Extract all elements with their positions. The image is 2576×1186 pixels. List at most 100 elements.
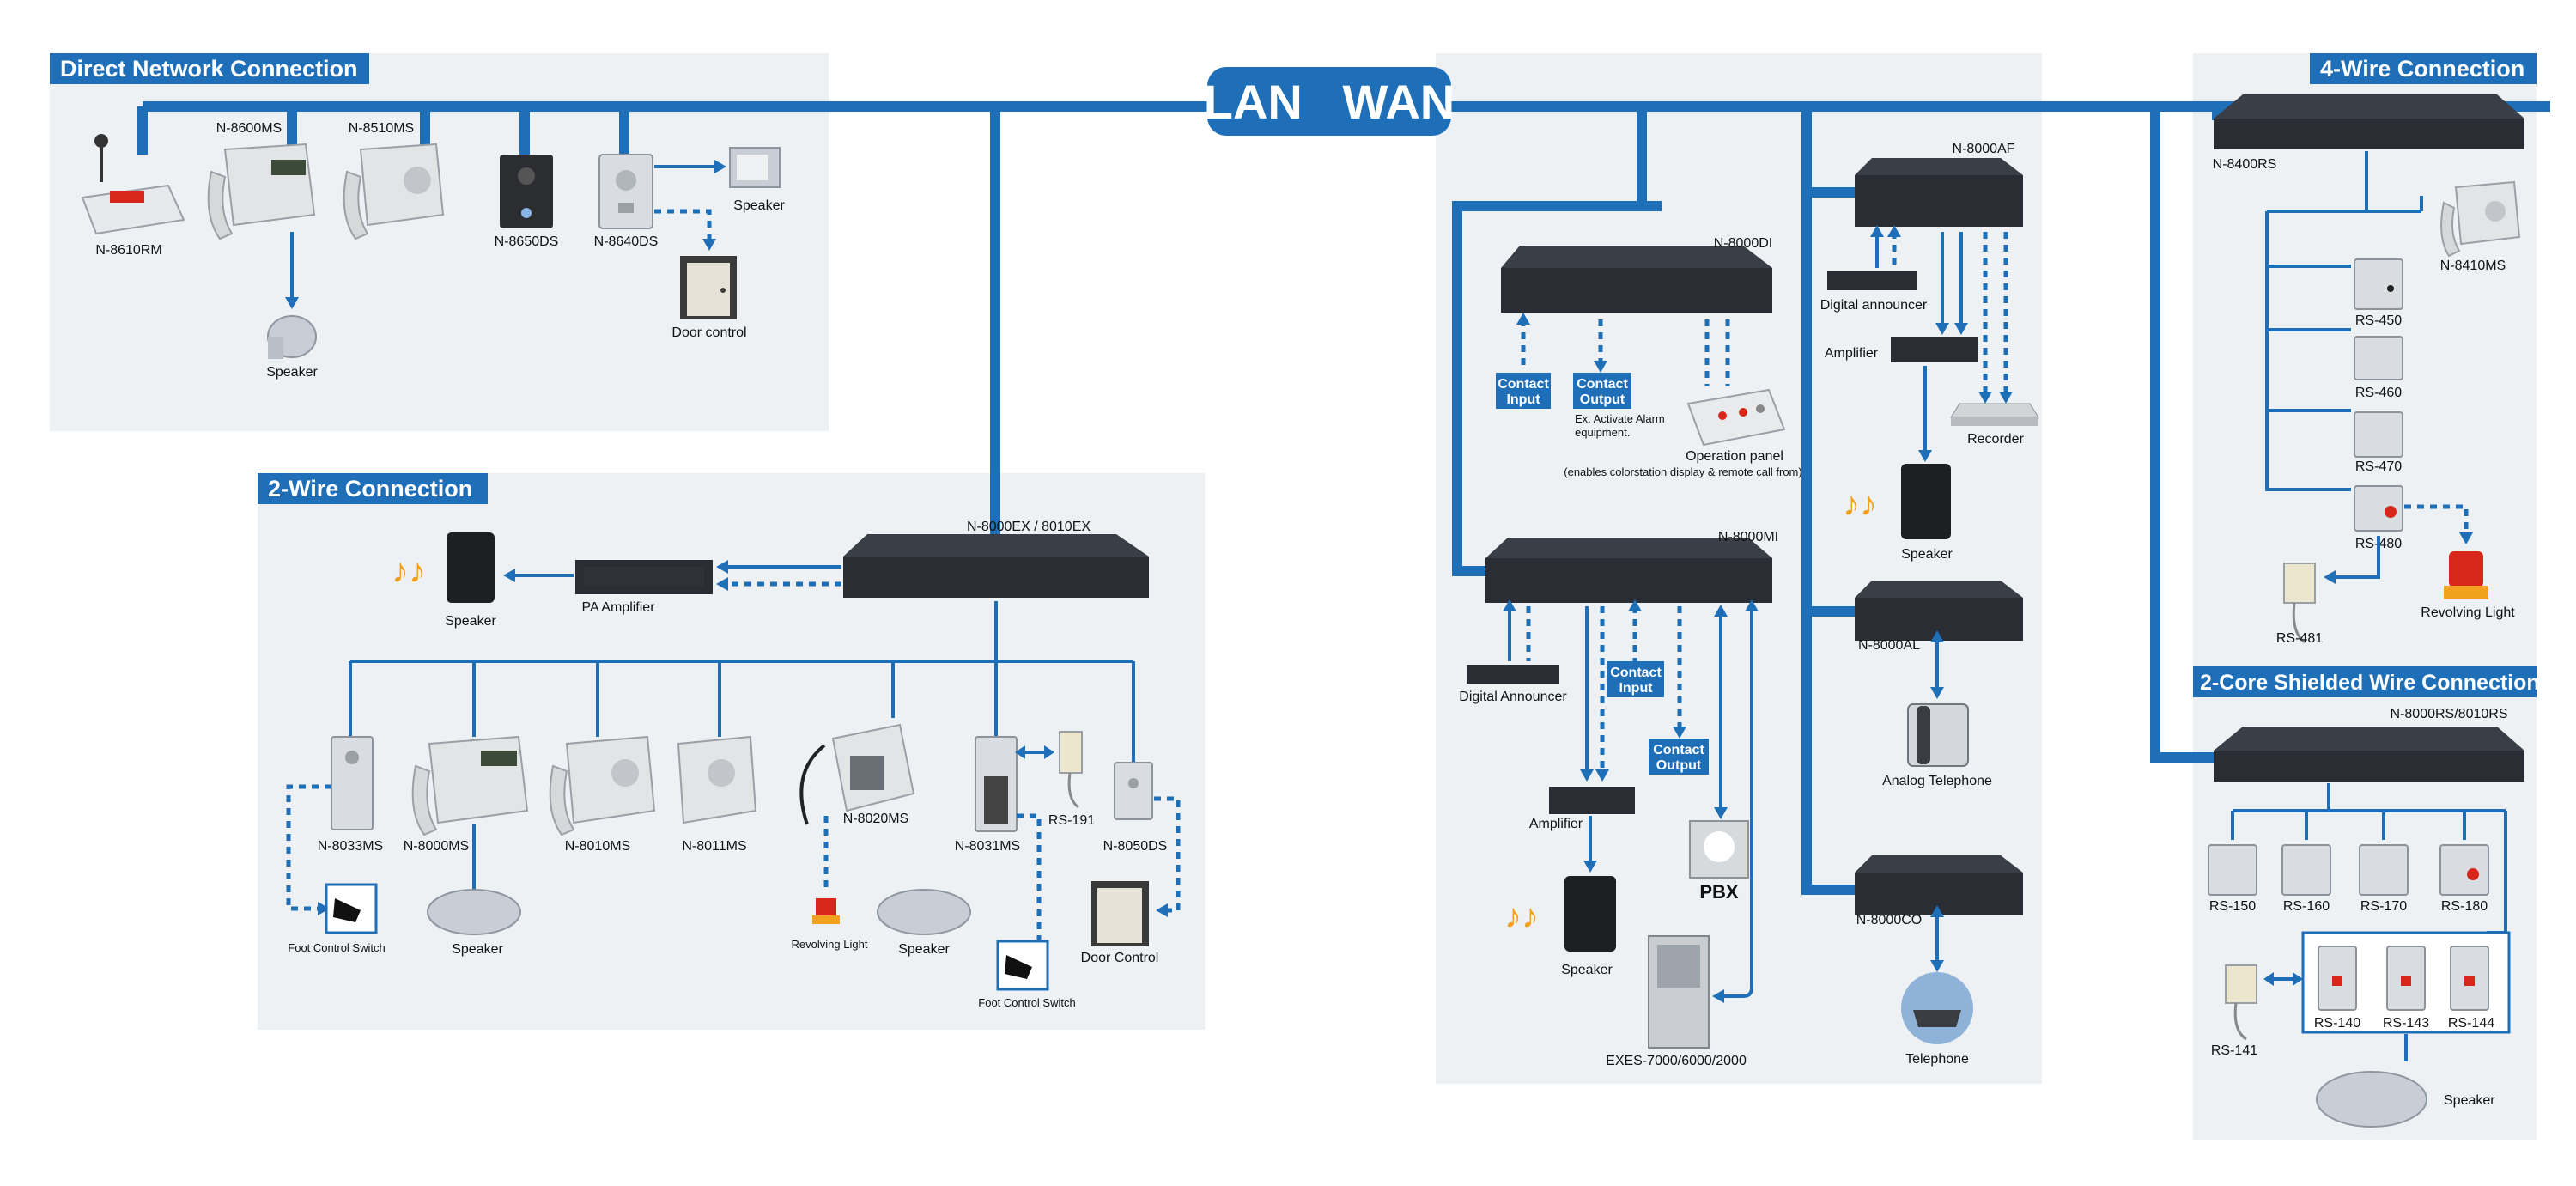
label-n8000al: N-8000AL <box>1858 638 1920 653</box>
tag-contact-input-b: Contact Input <box>1607 661 1664 697</box>
device-rs140 <box>2318 946 2357 1011</box>
header-two-wire: 2-Wire Connection <box>258 473 488 504</box>
label-n8600ms: N-8600MS <box>216 121 282 136</box>
device-rs160 <box>2281 844 2331 896</box>
drop-rs <box>2150 106 2220 763</box>
device-n8000co <box>1855 855 2023 915</box>
device-n8000ms <box>411 735 529 836</box>
direct-drops <box>137 106 629 155</box>
label-amplifier-b: Amplifier <box>1529 817 1583 831</box>
device-amplifier-a <box>1891 337 1978 362</box>
device-n8000rs <box>2214 727 2524 782</box>
label-n8000di: N-8000DI <box>1714 236 1772 251</box>
label-rs191: RS-191 <box>1048 813 1095 828</box>
device-pa-amplifier <box>575 560 713 594</box>
device-rs143 <box>2386 946 2426 1011</box>
label-pbx: PBX <box>1699 881 1739 903</box>
header-four-wire: 4-Wire Connection <box>2310 53 2537 84</box>
label-n8400rs: N-8400RS <box>2213 157 2277 172</box>
line-8033-foot <box>286 784 331 911</box>
device-recorder <box>1950 403 2039 426</box>
alarm-note-l2: equipment. <box>1575 426 1630 439</box>
device-n8031ms <box>975 736 1018 832</box>
label-operation-note: (enables colorstation display & remote c… <box>1564 465 1801 478</box>
label-n8610rm: N-8610RM <box>95 243 161 258</box>
tag-contact-output-a: Contact Output <box>1573 373 1631 409</box>
label-n8410ms: N-8410MS <box>2440 258 2506 273</box>
device-n8600ms <box>207 143 316 240</box>
tag-contact-output-b: Contact Output <box>1649 739 1709 775</box>
label-n8000af: N-8000AF <box>1953 142 2015 156</box>
device-rs180 <box>2439 844 2489 896</box>
device-n8000al <box>1855 581 2023 641</box>
label-rs460: RS-460 <box>2355 386 2402 400</box>
lan-wan-label: LAN WAN <box>1204 75 1455 129</box>
device-rs150 <box>2208 844 2257 896</box>
label-n8031ms: N-8031MS <box>955 839 1020 854</box>
alarm-note-l1: Ex. Activate Alarm <box>1575 412 1665 425</box>
label-amplifier-a: Amplifier <box>1825 346 1879 361</box>
tag-contact-output-b-l2: Output <box>1656 758 1702 773</box>
tag-contact-output-b-l1: Contact <box>1653 743 1704 757</box>
label-speaker-b: Speaker <box>733 198 785 213</box>
tag-contact-input-a-l1: Contact <box>1498 377 1549 392</box>
device-n8020ms <box>799 723 915 825</box>
tag-contact-input-a: Contact Input <box>1496 373 1551 409</box>
header-shielded-text: 2-Core Shielded Wire Connection <box>2200 671 2540 695</box>
svg-text:♪♪: ♪♪ <box>392 552 426 590</box>
label-n8000rs: N-8000RS/8010RS <box>2391 707 2508 721</box>
device-n8000di <box>1501 246 1772 313</box>
label-speaker-c2: Speaker <box>898 942 950 957</box>
label-door-control-a: Door control <box>671 325 746 340</box>
header-four-wire-text: 4-Wire Connection <box>2320 56 2524 82</box>
device-n8610rm <box>81 134 185 235</box>
svg-text:♪♪: ♪♪ <box>1843 485 1877 523</box>
label-n8000mi: N-8000MI <box>1718 530 1778 544</box>
speaker-icon-wall: ♪♪ <box>392 532 495 603</box>
label-digital-announcer-b: Digital Announcer <box>1459 690 1567 704</box>
label-speaker-shielded: Speaker <box>2444 1093 2495 1108</box>
label-n8000co: N-8000CO <box>1856 913 1922 928</box>
device-n8050ds <box>1114 762 1153 820</box>
label-rs140: RS-140 <box>2314 1016 2360 1031</box>
pbx-icon <box>1689 820 1749 879</box>
telephone-icon <box>1901 972 1973 1044</box>
device-n8510ms <box>343 143 445 240</box>
tag-contact-output-a-l1: Contact <box>1577 377 1628 392</box>
label-telephone: Telephone <box>1905 1052 1969 1067</box>
shielded-bus <box>2231 783 2507 934</box>
device-rs191 <box>1059 731 1083 809</box>
device-n8033ms <box>331 736 374 830</box>
label-analog-phone: Analog Telephone <box>1882 774 1992 788</box>
line-8031-foot <box>1017 813 1042 940</box>
four-wire-bus <box>2265 151 2421 491</box>
label-n8640ds: N-8640DS <box>594 234 659 249</box>
speaker-icon-mi: ♪♪ <box>1504 876 1616 952</box>
rs480-rs481-line <box>2330 536 2380 579</box>
foot-switch-icon-a <box>325 883 378 934</box>
device-rs460 <box>2354 336 2403 380</box>
ceiling-speaker-icon-a <box>427 889 521 935</box>
gateway-taps <box>1807 187 1855 617</box>
device-n8011ms <box>677 735 757 824</box>
tag-contact-input-b-l1: Contact <box>1610 666 1662 680</box>
door-icon-b <box>1091 881 1149 946</box>
rs480-light-line <box>2404 504 2469 534</box>
revolving-light-icon-b <box>2444 551 2488 599</box>
label-rs143: RS-143 <box>2383 1016 2429 1031</box>
label-n8050ds: N-8050DS <box>1103 839 1168 854</box>
tag-contact-input-a-l2: Input <box>1506 392 1540 407</box>
device-n8650ds <box>500 155 553 228</box>
header-direct-text: Direct Network Connection <box>60 56 358 82</box>
label-revolving-light-b: Revolving Light <box>2421 605 2515 620</box>
label-speaker-pa: Speaker <box>445 614 496 629</box>
label-n8011ms: N-8011MS <box>682 839 746 854</box>
device-n8010ms <box>549 735 656 836</box>
ceiling-speaker-icon-c <box>2316 1071 2427 1128</box>
label-digital-announcer-a: Digital announcer <box>1820 298 1928 313</box>
label-speaker-a: Speaker <box>266 365 318 380</box>
af-lines <box>1875 232 1963 326</box>
device-rs144 <box>2450 946 2489 1011</box>
label-speaker-mi: Speaker <box>1561 963 1613 977</box>
line-8640-door <box>654 209 712 240</box>
